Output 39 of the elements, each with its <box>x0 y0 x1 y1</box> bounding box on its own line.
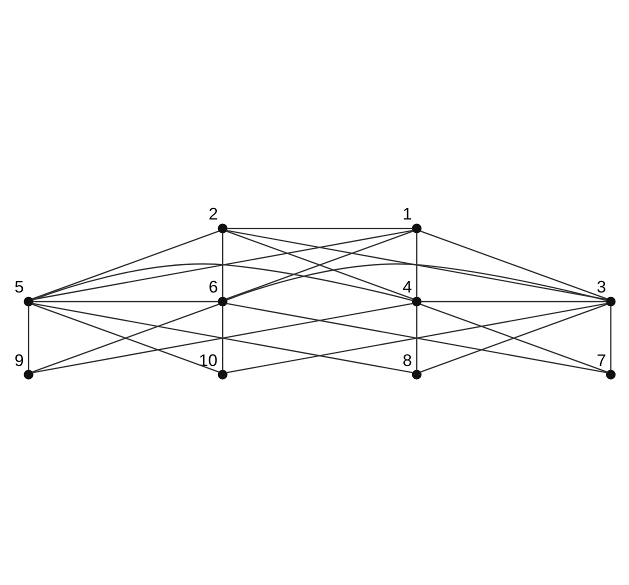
node-label: 10 <box>198 350 218 370</box>
connector <box>32 230 220 300</box>
node-circle <box>24 296 34 306</box>
node-circle <box>412 296 422 306</box>
connector <box>420 230 608 300</box>
connector <box>416 306 418 370</box>
node-label: 6 <box>208 278 218 297</box>
node-circle <box>606 296 616 306</box>
connector <box>610 306 612 370</box>
connector <box>421 300 606 302</box>
connector <box>227 228 412 230</box>
connector <box>32 302 413 374</box>
connector <box>32 303 220 373</box>
node-circle <box>412 224 422 234</box>
connector <box>32 263 413 302</box>
node-label: 4 <box>402 278 412 297</box>
connector <box>222 232 224 298</box>
node-circle <box>24 370 34 380</box>
node-label: 9 <box>14 350 24 370</box>
node-label: 7 <box>596 350 606 370</box>
connector <box>226 302 608 374</box>
node-label: 5 <box>14 278 24 297</box>
node-circle <box>218 296 228 306</box>
connector <box>226 230 608 300</box>
node-label: 2 <box>208 204 218 224</box>
connector <box>32 230 413 300</box>
connector <box>420 303 608 373</box>
connector <box>226 263 607 302</box>
node-circle <box>218 224 228 234</box>
node-circle <box>606 370 616 380</box>
connector <box>222 306 224 370</box>
node-label: 3 <box>596 278 606 297</box>
connector <box>416 232 418 298</box>
node-label: 8 <box>402 350 412 370</box>
node-label: 1 <box>402 204 412 224</box>
connector <box>33 300 218 302</box>
node-circle <box>412 370 422 380</box>
node-circle <box>218 370 228 380</box>
connector <box>28 306 30 370</box>
